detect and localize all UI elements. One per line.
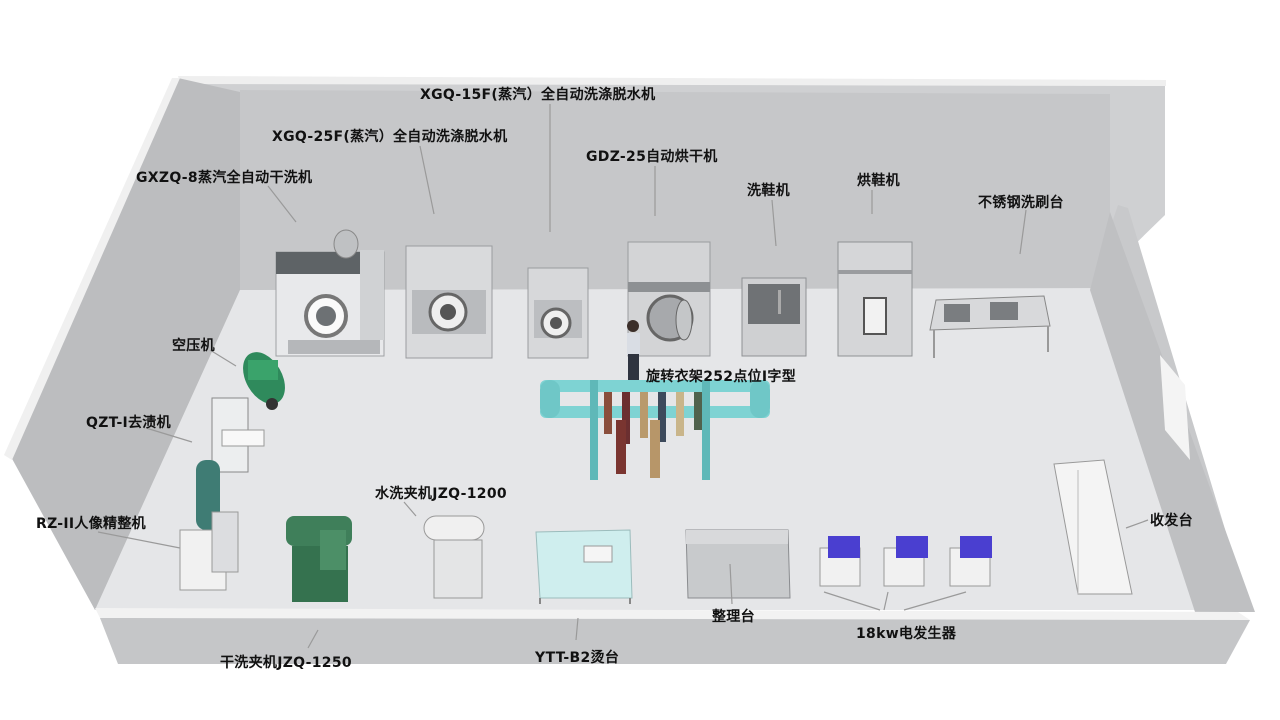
label-dry-cleaning-press: 干洗夹机JZQ-1250 [220, 655, 352, 671]
label-steam-generator: 18kw电发生器 [856, 626, 957, 642]
dryer-gdz25 [627, 241, 711, 357]
portrait-finisher [179, 460, 239, 591]
label-shoe-washer: 洗鞋机 [747, 183, 790, 199]
washer-25f [405, 245, 493, 359]
rotary-clothes-rack [540, 380, 770, 480]
label-portrait-finisher: RZ-II人像精整机 [36, 516, 146, 532]
label-gxzq-8-dry-cleaner: GXZQ-8蒸汽全自动干洗机 [136, 170, 313, 186]
label-sorting-table: 整理台 [712, 609, 755, 625]
shoe-dryer [837, 241, 913, 357]
label-ironing-table: YTT-B2烫台 [535, 650, 620, 666]
floor [95, 288, 1195, 610]
label-stain-remover: QZT-I去渍机 [86, 415, 171, 431]
wet-press [423, 515, 485, 599]
ironing-table [535, 529, 633, 604]
steam-generators [819, 536, 992, 587]
stain-remover [211, 397, 265, 473]
label-xgq-25f-washer: XGQ-25F(蒸汽）全自动洗涤脱水机 [272, 129, 508, 145]
label-air-compressor: 空压机 [172, 338, 215, 354]
back-wall-top [178, 76, 1166, 86]
reception-counter [1053, 459, 1133, 595]
worker-figure [627, 320, 640, 380]
front-wall-top [95, 608, 1250, 620]
left-wall [10, 78, 240, 610]
label-gdz-25-dryer: GDZ-25自动烘干机 [586, 149, 718, 165]
label-reception-counter: 收发台 [1150, 513, 1193, 529]
washer-15f [527, 267, 589, 359]
left-wall-top [4, 78, 180, 460]
front-wall [100, 618, 1250, 664]
label-stainless-sink: 不锈钢洗刷台 [978, 195, 1064, 211]
label-shoe-dryer: 烘鞋机 [857, 173, 900, 189]
right-wall-window [1160, 355, 1190, 460]
label-xgq-15f-washer: XGQ-15F(蒸汽）全自动洗涤脱水机 [420, 87, 656, 103]
label-rotary-rack: 旋转衣架252点位I字型 [646, 369, 797, 385]
stainless-sink-table [929, 295, 1051, 358]
air-compressor [243, 352, 285, 410]
sorting-table [685, 529, 791, 599]
dry-cleaning-press [286, 516, 352, 602]
dry-cleaning-machine [275, 229, 385, 357]
shoe-washer [741, 277, 807, 357]
label-wet-press: 水洗夹机JZQ-1200 [375, 486, 507, 502]
back-wall-face [240, 90, 1110, 290]
leader-lines [97, 104, 1149, 649]
